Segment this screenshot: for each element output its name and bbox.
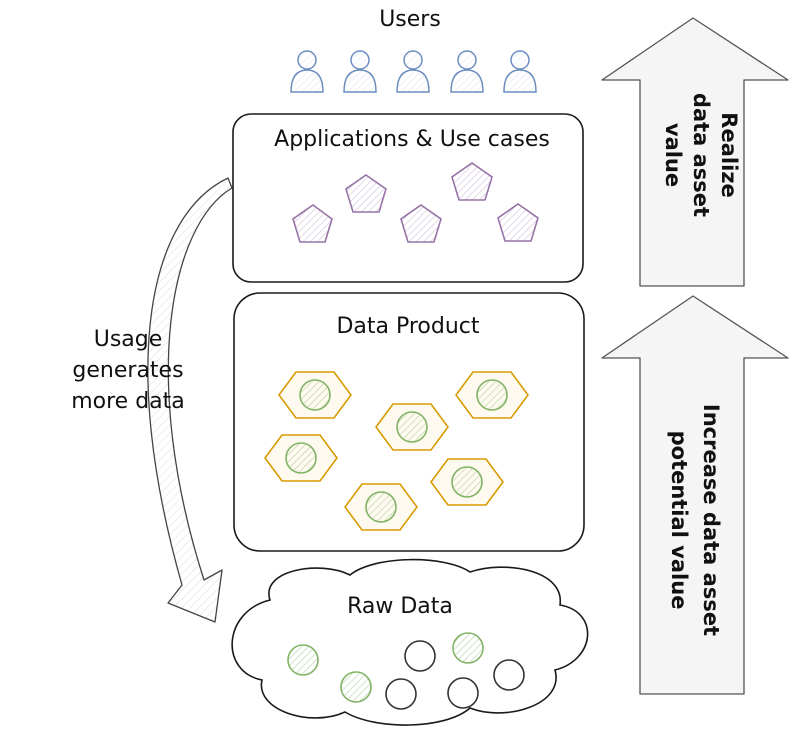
increase-value-arrow (601, 295, 789, 695)
hexagon-icon (344, 483, 418, 531)
users-group (290, 50, 537, 93)
user-icon (343, 50, 377, 93)
usage-arrow (147, 177, 233, 623)
raw-data-group (287, 632, 525, 710)
circle-icon (287, 644, 319, 676)
increase-label-line-2: potential value (667, 431, 691, 610)
user-icon (396, 50, 430, 93)
circle-icon (493, 659, 525, 691)
usage-label-line-3: more data (71, 389, 185, 414)
pentagon-icon (292, 204, 333, 243)
realize-label-line-1: Realize (717, 112, 741, 197)
circle-icon (385, 678, 417, 710)
circle-icon (404, 640, 436, 672)
realize-label-line-3: value (661, 123, 685, 187)
increase-label: Increase data asset potential value (667, 404, 723, 636)
hexagon-icon (430, 458, 504, 506)
pentagon-icon (400, 204, 442, 243)
raw-data-label: Raw Data (347, 594, 453, 619)
data-product-group (264, 371, 529, 531)
pentagon-icon (345, 174, 387, 213)
hexagon-icon (278, 371, 352, 419)
user-icon (503, 50, 537, 93)
users-label: Users (379, 7, 441, 32)
increase-label-line-1: Increase data asset (699, 404, 723, 636)
pentagon-icon (451, 162, 493, 201)
user-icon (450, 50, 484, 93)
pentagon-icon (497, 203, 539, 242)
data-product-label: Data Product (336, 314, 479, 339)
usage-label-line-2: generates (72, 358, 183, 383)
realize-label-line-2: data asset (689, 93, 713, 217)
hexagon-icon (455, 371, 529, 419)
user-icon (290, 50, 324, 93)
realize-value-arrow (601, 17, 789, 287)
usage-label-line-1: Usage (94, 327, 163, 352)
hexagon-icon (375, 403, 449, 451)
circle-icon (447, 677, 479, 709)
circle-icon (340, 671, 372, 703)
hexagon-icon (264, 434, 338, 482)
circle-icon (452, 632, 484, 664)
applications-group (292, 162, 539, 243)
realize-label: Realize data asset value (661, 93, 741, 217)
applications-label: Applications & Use cases (274, 127, 550, 152)
